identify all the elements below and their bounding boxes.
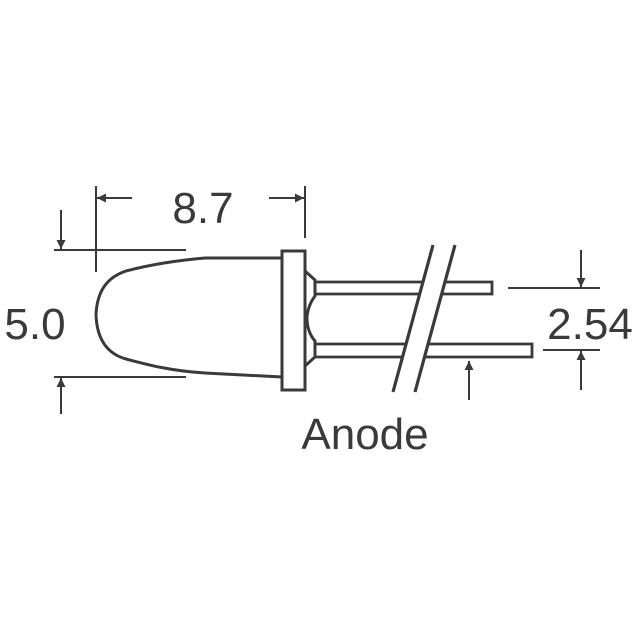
lead-base xyxy=(303,269,317,368)
anode-label: Anode xyxy=(301,410,428,459)
led-flange xyxy=(280,249,307,392)
break-mark xyxy=(391,244,457,393)
led-lens-body xyxy=(94,256,283,379)
lead-cathode xyxy=(315,280,494,296)
diameter-label: 5.0 xyxy=(4,300,65,349)
lead-spacing-label: 2.54 xyxy=(547,300,633,349)
length-label: 8.7 xyxy=(172,184,233,233)
